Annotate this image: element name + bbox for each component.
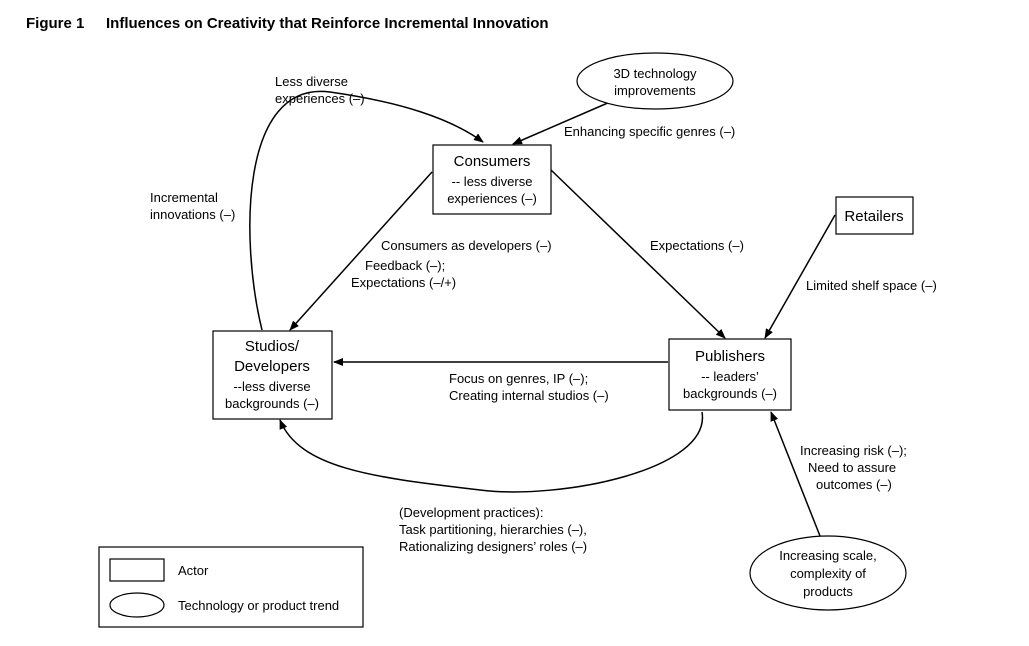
svg-text:Need to assure: Need to assure — [808, 460, 896, 475]
legend-trend-label: Technology or product trend — [178, 598, 339, 613]
publishers-line-1: -- leaders’ — [701, 369, 759, 384]
svg-text:innovations (–): innovations (–) — [150, 207, 235, 222]
consumers-title: Consumers — [454, 153, 531, 170]
node-3d-technology: 3D technology improvements — [576, 52, 734, 110]
scale-line-3: products — [803, 584, 853, 599]
svg-text:Rationalizing designers’ roles: Rationalizing designers’ roles (–) — [399, 539, 587, 554]
svg-text:Incremental: Incremental — [150, 190, 218, 205]
label-focus-genres: Focus on genres, IP (–); Creating intern… — [449, 371, 609, 403]
legend: Actor Technology or product trend — [98, 546, 364, 628]
label-enhancing-genres: Enhancing specific genres (–) — [564, 124, 735, 139]
edge-consumers-to-studios — [289, 171, 433, 331]
tech3d-line-1: 3D technology — [613, 66, 697, 81]
svg-text:Expectations (–): Expectations (–) — [650, 238, 744, 253]
consumers-line-2: experiences (–) — [447, 191, 537, 206]
label-incremental-innovations: Incremental innovations (–) — [150, 190, 235, 222]
label-shelf-space: Limited shelf space (–) — [806, 278, 937, 293]
scale-line-1: Increasing scale, — [779, 548, 877, 563]
label-less-diverse-experiences: Less diverse experiences (–) — [275, 74, 365, 106]
edge-consumers-to-publishers — [550, 169, 726, 339]
svg-text:Expectations (–/+): Expectations (–/+) — [351, 275, 456, 290]
tech3d-line-2: improvements — [614, 83, 696, 98]
label-increasing-risk: Increasing risk (–); Need to assure outc… — [800, 443, 907, 492]
edge-retailers-to-publishers — [764, 214, 836, 339]
consumers-line-1: -- less diverse — [452, 174, 533, 189]
figure-number: Figure 1 — [26, 15, 84, 32]
svg-text:experiences (–): experiences (–) — [275, 91, 365, 106]
scale-line-2: complexity of — [790, 566, 866, 581]
node-increasing-scale: Increasing scale, complexity of products — [749, 535, 907, 611]
svg-text:outcomes (–): outcomes (–) — [816, 477, 892, 492]
label-consumers-as-developers: Consumers as developers (–) — [381, 238, 552, 253]
svg-text:Less diverse: Less diverse — [275, 74, 348, 89]
legend-trend-swatch — [109, 592, 165, 618]
publishers-title: Publishers — [695, 348, 765, 365]
label-development-practices: (Development practices): Task partitioni… — [399, 505, 587, 554]
edge-3d-to-consumers — [512, 101, 611, 145]
label-expectations: Expectations (–) — [650, 238, 744, 253]
edge-publishers-dev-practices — [279, 411, 703, 493]
legend-actor-swatch — [109, 558, 165, 582]
figure-title: Influences on Creativity that Reinforce … — [106, 15, 549, 32]
svg-text:Consumers as developers (–): Consumers as developers (–) — [381, 238, 552, 253]
studios-title-1: Studios/ — [245, 338, 300, 355]
svg-text:Focus on genres, IP (–);: Focus on genres, IP (–); — [449, 371, 588, 386]
studios-line-1: --less diverse — [233, 379, 310, 394]
node-studios: Studios/ Developers --less diverse backg… — [212, 330, 333, 420]
retailers-title: Retailers — [844, 208, 903, 225]
svg-text:Increasing risk (–);: Increasing risk (–); — [800, 443, 907, 458]
label-feedback: Feedback (–); Expectations (–/+) — [351, 258, 456, 290]
legend-actor-label: Actor — [178, 563, 209, 578]
node-retailers: Retailers — [835, 196, 914, 235]
svg-text:Creating internal studios (–): Creating internal studios (–) — [449, 388, 609, 403]
svg-text:Task partitioning, hierarchies: Task partitioning, hierarchies (–), — [399, 522, 587, 537]
svg-text:(Development practices):: (Development practices): — [399, 505, 544, 520]
node-consumers: Consumers -- less diverse experiences (–… — [432, 144, 552, 215]
edge-studios-to-consumers — [249, 90, 484, 331]
studios-line-2: backgrounds (–) — [225, 396, 319, 411]
svg-text:Enhancing specific genres (–): Enhancing specific genres (–) — [564, 124, 735, 139]
svg-text:Feedback (–);: Feedback (–); — [365, 258, 445, 273]
node-publishers: Publishers -- leaders’ backgrounds (–) — [668, 338, 792, 411]
edge-scale-to-publishers — [770, 411, 821, 537]
studios-title-2: Developers — [234, 358, 310, 375]
svg-text:Limited shelf space (–): Limited shelf space (–) — [806, 278, 937, 293]
publishers-line-2: backgrounds (–) — [683, 386, 777, 401]
